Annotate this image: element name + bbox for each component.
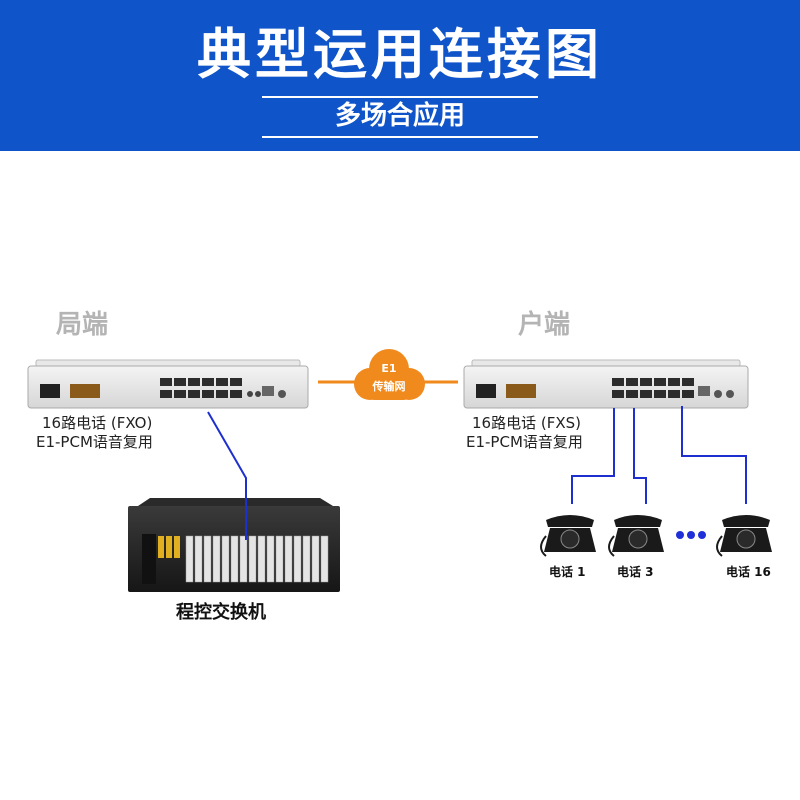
phone-icon	[540, 515, 596, 557]
header-banner: 典型运用连接图 多场合应用	[0, 0, 800, 151]
phone-icon	[608, 515, 664, 557]
phone-icon	[716, 515, 772, 557]
line-cards	[185, 535, 329, 583]
phone-label-1: 电话 1	[549, 565, 586, 579]
phone-label-16: 电话 16	[726, 565, 771, 579]
remote-side-label: 户端	[518, 310, 571, 340]
local-device-label-2: E1-PCM语音复用	[36, 433, 153, 451]
phone16-wire	[681, 406, 747, 504]
pbx-chassis	[128, 498, 340, 592]
phone1-wire	[571, 408, 615, 504]
local-e1-pcm-device	[27, 359, 309, 409]
rj11-ports	[160, 378, 242, 398]
cloud-icon	[354, 349, 425, 400]
local-side-label: 局端	[56, 310, 109, 340]
page-subtitle: 多场合应用	[262, 96, 538, 138]
ellipsis-dots	[676, 531, 706, 539]
remote-device-label-1: 16路电话 (FXS)	[472, 414, 581, 432]
local-device-label-1: 16路电话 (FXO)	[42, 414, 153, 432]
phone3-wire	[633, 408, 647, 504]
rj11-ports	[612, 378, 694, 398]
phone-label-3: 电话 3	[617, 565, 654, 579]
pbx-wire	[207, 411, 247, 540]
pbx-label: 程控交换机	[176, 602, 266, 623]
page-title: 典型运用连接图	[197, 23, 603, 86]
cloud-label-network: 传输网	[372, 380, 406, 393]
remote-device-label-2: E1-PCM语音复用	[466, 433, 583, 451]
cloud-label-e1: E1	[381, 362, 397, 375]
remote-e1-pcm-device	[463, 359, 749, 409]
